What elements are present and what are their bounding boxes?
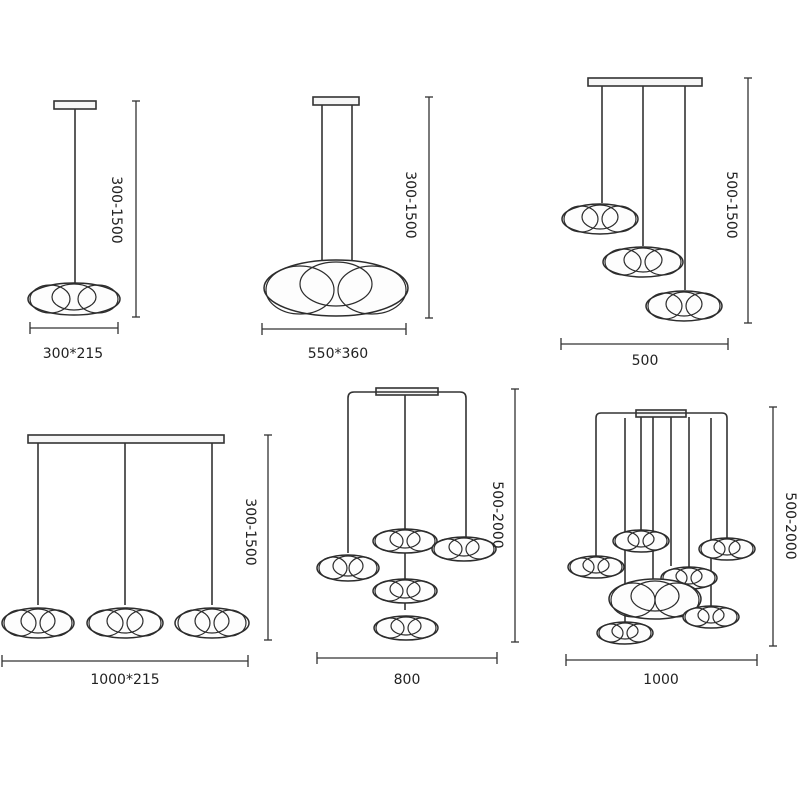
width-label: 1000*215 (90, 672, 159, 688)
lamp-shade-2 (372, 528, 438, 554)
diagram-eight-cluster: 500-2000 1000 (565, 406, 798, 688)
lamp-shade-1 (567, 555, 625, 579)
height-dimension: 500-2000 (489, 388, 519, 643)
width-dimension: 550*360 (261, 323, 407, 362)
diagram-triple-cascade: 500-1500 500 (560, 77, 752, 369)
ceiling-canopy (587, 77, 703, 87)
height-label: 300-1500 (242, 498, 258, 565)
lamp-shade-1 (561, 203, 639, 235)
lamp-shade-2 (602, 246, 684, 278)
lamp-shade-3 (431, 536, 497, 562)
width-label: 1000 (643, 672, 679, 688)
ceiling-canopy (312, 96, 360, 106)
height-dimension: 300-1500 (402, 96, 433, 319)
width-dimension: 500 (560, 338, 729, 369)
lamp-shade-1 (1, 607, 75, 639)
width-label: 550*360 (308, 346, 368, 362)
height-label: 500-2000 (489, 481, 505, 548)
lamp-shade-2 (86, 607, 164, 639)
width-dimension: 800 (316, 652, 498, 688)
height-dimension: 300-1500 (242, 434, 272, 641)
lamp-shade-3 (698, 537, 756, 561)
lamp-shade-6 (682, 605, 740, 629)
height-dimension: 500-2000 (769, 406, 798, 647)
lamp-shade-3 (645, 290, 723, 322)
lamp-shade-5 (608, 578, 702, 620)
diagram-single-large: 300-1500 550*360 (261, 96, 433, 362)
height-label: 300-1500 (402, 171, 418, 238)
suspension-frame (347, 391, 467, 553)
width-label: 300*215 (43, 346, 103, 362)
width-label: 800 (394, 672, 421, 688)
lamp-shade-5 (373, 615, 439, 641)
lamp-shade (263, 259, 409, 317)
diagram-triple-linear: 300-1500 1000*215 (1, 434, 272, 688)
width-dimension: 300*215 (29, 322, 119, 362)
lamp-shade-3 (174, 607, 250, 639)
height-dimension: 300-1500 (108, 100, 140, 318)
lamp-shade-1 (316, 554, 380, 582)
suspension-frame (595, 412, 728, 556)
height-label: 500-2000 (782, 492, 798, 559)
ceiling-canopy (53, 100, 97, 110)
ceiling-canopy (27, 434, 225, 444)
width-dimension: 1000*215 (1, 655, 249, 688)
height-label: 300-1500 (108, 176, 124, 243)
width-dimension: 1000 (565, 654, 758, 688)
lamp-shade-4 (372, 578, 438, 604)
diagram-five-cluster: 500-2000 800 (316, 387, 519, 688)
height-dimension: 500-1500 (723, 77, 752, 324)
diagram-single-small: 300-1500 300*215 (27, 100, 140, 362)
height-label: 500-1500 (723, 171, 739, 238)
lamp-shade-7 (596, 621, 654, 645)
lamp-shade-2 (612, 529, 670, 553)
lamp-shade (27, 282, 121, 316)
width-label: 500 (632, 353, 659, 369)
